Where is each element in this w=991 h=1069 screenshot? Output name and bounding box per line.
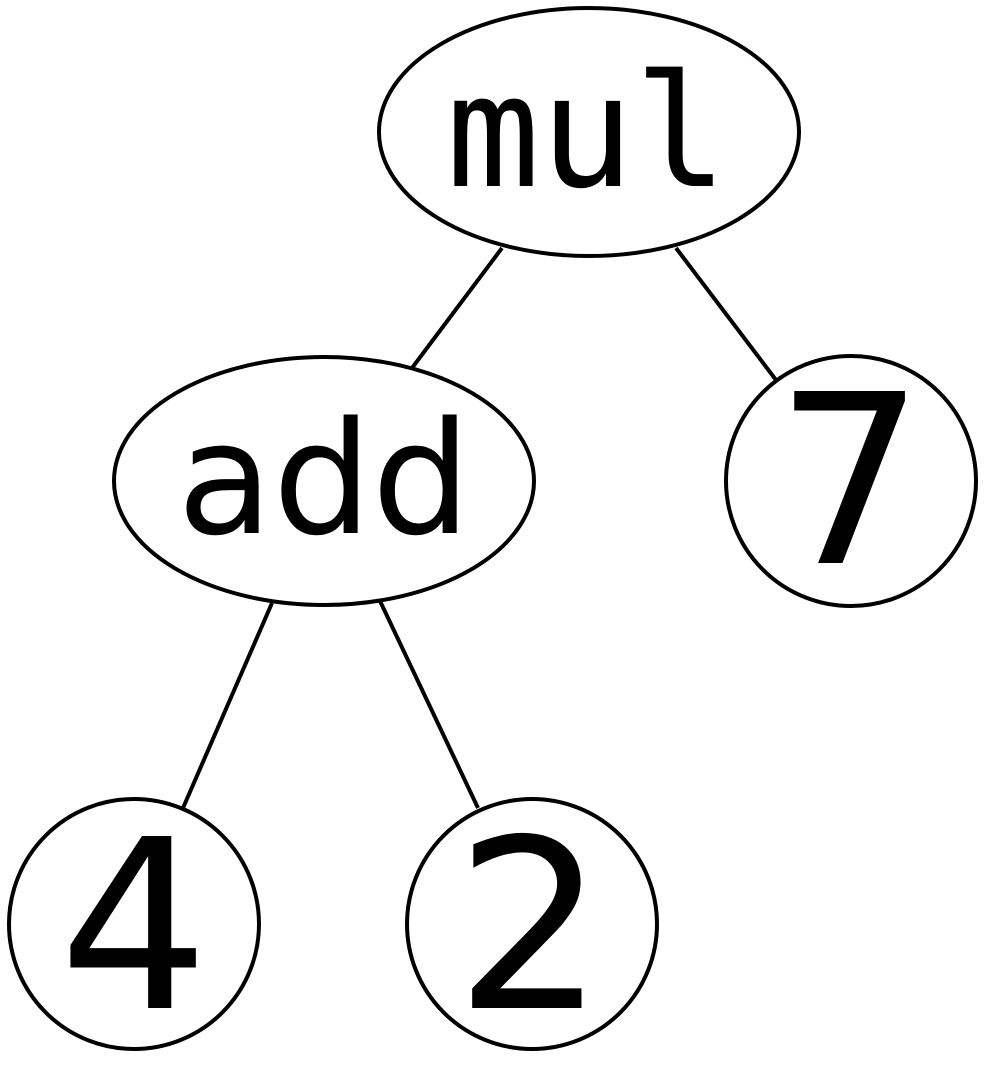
node-add: add bbox=[112, 355, 536, 607]
node-two: 2 bbox=[405, 789, 659, 1064]
node-mul-label: mul bbox=[446, 41, 728, 223]
edge-mul-seven bbox=[674, 246, 778, 382]
node-add-label: add bbox=[177, 388, 471, 570]
node-mul-ellipse bbox=[377, 6, 801, 258]
node-four-label: 4 bbox=[59, 789, 209, 1064]
node-seven-circle bbox=[724, 354, 978, 608]
edge-add-four bbox=[181, 602, 274, 809]
node-four: 4 bbox=[7, 789, 261, 1064]
node-two-circle bbox=[405, 797, 659, 1051]
node-mul: mul bbox=[377, 6, 801, 258]
node-add-ellipse bbox=[112, 355, 536, 607]
node-seven: 7 bbox=[724, 344, 978, 619]
node-four-circle bbox=[7, 797, 261, 1051]
node-two-label: 2 bbox=[455, 789, 605, 1064]
edge-add-two bbox=[378, 600, 480, 809]
node-seven-label: 7 bbox=[775, 344, 925, 619]
edge-mul-add bbox=[410, 246, 504, 370]
